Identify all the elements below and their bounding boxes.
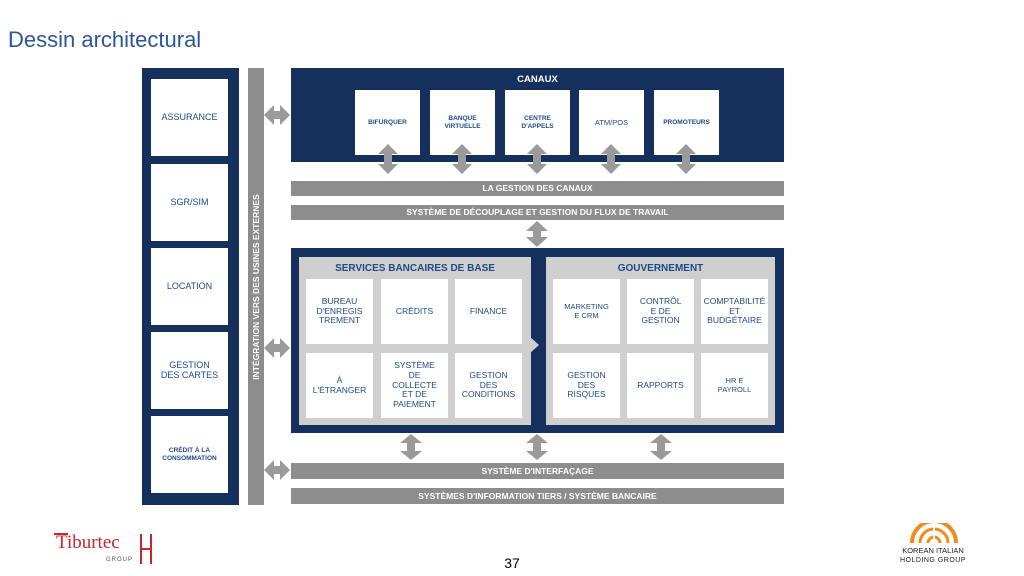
- double-arrow-icon: [400, 434, 422, 460]
- double-arrow-icon: [526, 221, 548, 247]
- korean-italian-logo-line1: KOREAN ITALIAN: [902, 546, 964, 555]
- slide-title: Dessin architectural: [8, 27, 202, 52]
- double-arrow-icon: [526, 434, 548, 460]
- double-arrow-icon: [452, 144, 472, 174]
- left-item-location: LOCATION: [151, 248, 228, 325]
- cell-gestion-risques: GESTION DES RISQUES: [553, 353, 620, 418]
- cell-controle-gestion: CONTRÔL E DE GESTION: [627, 279, 694, 344]
- integration-bar: INTÉGRATION VERS DES USINES EXTERNES: [248, 68, 264, 505]
- cell-bureau-enregistrement: BUREAU D'ENREGIS TREMENT: [306, 279, 373, 344]
- cell-gestion-conditions: GESTION DES CONDITIONS: [455, 353, 522, 418]
- cell-marketing-crm: MARKETING E CRM: [553, 279, 620, 344]
- tiburtech-logo-text: Tiburtec: [56, 532, 120, 553]
- left-item-sgr-sim: SGR/SIM: [151, 164, 228, 241]
- governance-panel: GOUVERNEMENT MARKETING E CRM CONTRÔL E D…: [546, 257, 775, 425]
- channels-title: CANAUX: [517, 74, 558, 85]
- core-banking-title: SERVICES BANCAIRES DE BASE: [335, 263, 495, 274]
- tiburtech-logo: Tiburtec GROUP: [52, 530, 157, 568]
- left-item-assurance: ASSURANCE: [151, 79, 228, 156]
- double-arrow-icon: [527, 144, 547, 174]
- governance-title: GOUVERNEMENT: [617, 263, 704, 274]
- horizontal-double-arrow-icon: [264, 105, 290, 125]
- cell-finance: FINANCE: [455, 279, 522, 344]
- channel-management-bar: LA GESTION DES CANAUX: [291, 181, 784, 196]
- left-column-panel: ASSURANCE SGR/SIM LOCATION GESTION DES C…: [142, 68, 239, 505]
- double-arrow-icon: [650, 434, 672, 460]
- double-arrow-icon: [676, 144, 696, 174]
- cell-credits: CRÉDITS: [381, 279, 448, 344]
- globe-icon: [910, 523, 958, 544]
- channel-centre-appels: CENTRE D'APPELS: [505, 90, 570, 155]
- interfacing-bar: SYSTÈME D'INTERFAÇAGE: [291, 463, 784, 479]
- korean-italian-logo: KOREAN ITALIAN HOLDING GROUP: [888, 523, 978, 573]
- channel-bifurquer: BIFURQUER: [355, 90, 420, 155]
- core-block: SERVICES BANCAIRES DE BASE BUREAU D'ENRE…: [291, 248, 784, 433]
- cell-hr-payroll: HR E PAYROLL: [701, 353, 768, 418]
- horizontal-double-arrow-icon: [264, 338, 290, 358]
- cell-systeme-collecte: SYSTÈME DE COLLECTE ET DE PAIEMENT: [381, 353, 448, 418]
- horizontal-double-arrow-icon: [264, 460, 290, 480]
- third-party-systems-bar: SYSTÈMES D'INFORMATION TIERS / SYSTÈME B…: [291, 488, 784, 504]
- channel-promoteurs: PROMOTEURS: [654, 90, 719, 155]
- cell-etranger: À L'ÉTRANGER: [306, 353, 373, 418]
- tiburtech-logo-mark: [54, 533, 152, 564]
- double-arrow-icon: [378, 144, 398, 174]
- channel-atm-pos: ATM/POS: [579, 90, 644, 155]
- core-banking-panel: SERVICES BANCAIRES DE BASE BUREAU D'ENRE…: [299, 257, 531, 425]
- decoupling-bar: SYSTÈME DE DÉCOUPLAGE ET GESTION DU FLUX…: [291, 205, 784, 220]
- arrow-right-icon: [529, 336, 539, 354]
- cell-rapports: RAPPORTS: [627, 353, 694, 418]
- double-arrow-icon: [601, 144, 621, 174]
- channel-banque-virtuelle: BANQUE VIRTUELLE: [430, 90, 495, 155]
- cell-comptabilite: COMPTABILITÉ ET BUDGÉTAIRE: [701, 279, 768, 344]
- left-item-gestion-cartes: GESTION DES CARTES: [151, 332, 228, 409]
- left-item-credit-consommation: CRÉDIT À LA CONSOMMATION: [151, 416, 228, 493]
- tiburtech-logo-subtext: GROUP: [106, 557, 134, 563]
- korean-italian-logo-line2: HOLDING GROUP: [899, 557, 966, 564]
- page-number: 37: [504, 555, 520, 571]
